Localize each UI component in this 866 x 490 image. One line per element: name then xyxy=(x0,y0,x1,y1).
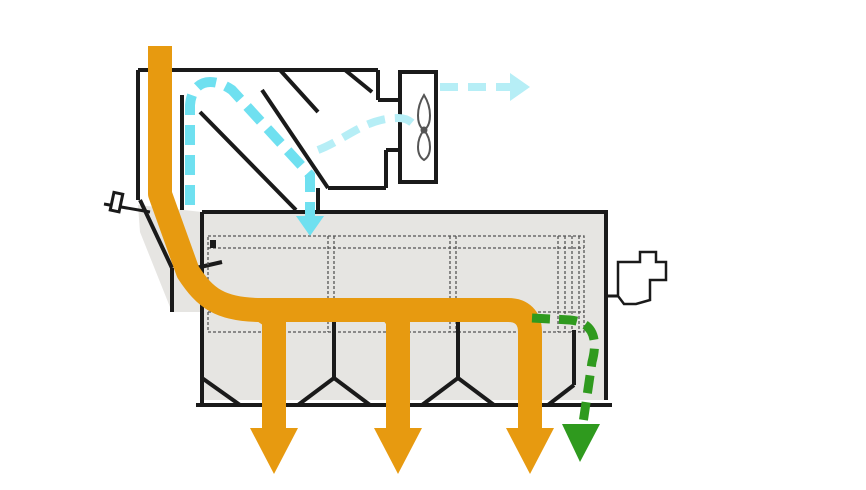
air-flow xyxy=(185,77,324,236)
product-flow-branch-1 xyxy=(255,300,286,430)
product-arrowhead-1 xyxy=(250,428,298,474)
duct-slope-outer xyxy=(260,88,330,190)
air-flow-arrowhead xyxy=(296,216,324,236)
duct-baffle-2 xyxy=(343,68,374,94)
fan-icon xyxy=(417,93,431,162)
product-flow-main xyxy=(148,46,542,430)
fines-flow xyxy=(531,313,600,462)
inlet-baffle xyxy=(195,260,223,270)
fan-housing xyxy=(398,70,438,184)
product-arrowhead-2 xyxy=(374,428,422,474)
fines-flow-path xyxy=(531,313,599,431)
product-flow xyxy=(148,46,554,474)
valve-handle-icon xyxy=(103,190,151,214)
product-flow-branch-2 xyxy=(382,304,410,430)
exhaust-air-flow xyxy=(316,73,530,154)
hopper-right xyxy=(546,383,576,407)
hopper-left xyxy=(200,376,242,407)
exhaust-air-arrowhead xyxy=(510,73,530,101)
deck-marker xyxy=(210,240,216,248)
air-flow-path xyxy=(185,77,315,222)
fines-arrowhead xyxy=(562,424,600,462)
duct-baffle-1 xyxy=(278,68,320,114)
duct-slope-inner xyxy=(198,110,298,212)
product-arrowhead-3 xyxy=(506,428,554,474)
housing-outline xyxy=(202,210,608,400)
air-duct xyxy=(136,68,400,212)
exhaust-air-path xyxy=(316,83,512,154)
motor-icon xyxy=(606,250,668,306)
